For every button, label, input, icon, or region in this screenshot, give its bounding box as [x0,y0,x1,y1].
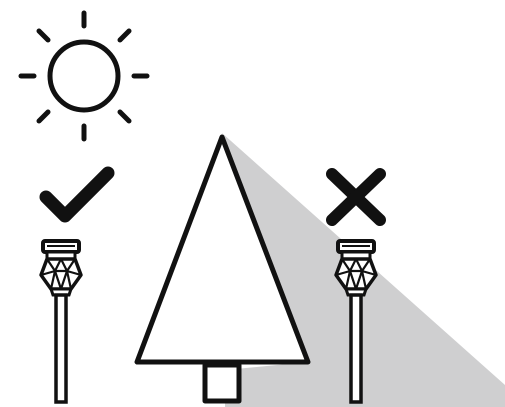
cross-mark-icon [326,168,386,226]
tree-crown [134,134,311,365]
sun-icon [18,10,150,142]
tree-icon [134,134,311,404]
check-mark-icon [39,166,115,223]
solar-light-correct [39,239,83,404]
tree-trunk [202,362,242,404]
